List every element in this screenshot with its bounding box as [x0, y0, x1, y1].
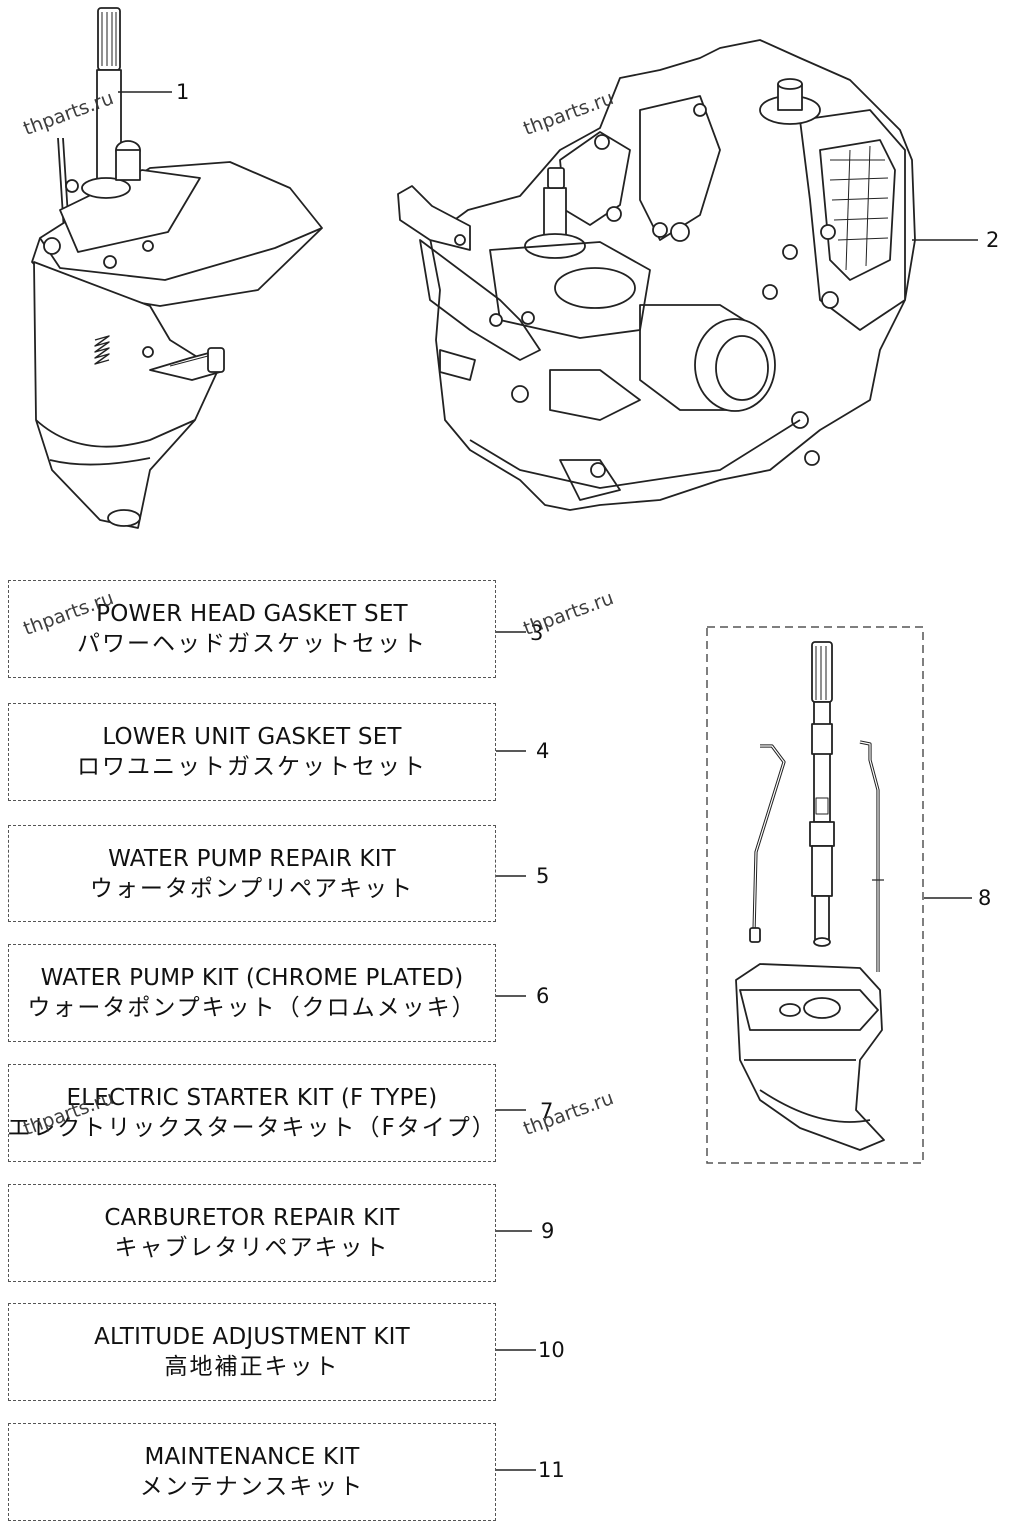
callout-10: 10	[538, 1338, 565, 1362]
callout-6: 6	[536, 984, 550, 1008]
kit-name-jp: 高地補正キット	[164, 1354, 340, 1380]
kit-box-3: POWER HEAD GASKET SET パワーヘッドガスケットセット	[8, 580, 496, 678]
callout-1: 1	[176, 80, 190, 104]
kit-name-jp: ウォータポンプリペアキット	[89, 875, 415, 902]
callout-4: 4	[536, 739, 550, 763]
callout-7: 7	[540, 1099, 554, 1123]
kit-name-en: POWER HEAD GASKET SET	[96, 601, 408, 627]
kit-name-jp: メンテナンスキット	[139, 1474, 365, 1500]
kit-box-7: ELECTRIC STARTER KIT (F TYPE) エレクトリックスター…	[7, 1064, 497, 1162]
callout-5: 5	[536, 864, 550, 888]
kit-name-en: WATER PUMP KIT (CHROME PLATED)	[40, 965, 464, 991]
kit-box-9: CARBURETOR REPAIR KIT キャブレタリペアキット	[8, 1184, 496, 1282]
kit-name-en: LOWER UNIT GASKET SET	[102, 724, 402, 750]
kit-leader-lines	[496, 631, 536, 1471]
kit-8-drawing	[735, 641, 885, 1151]
kit-box-10: ALTITUDE ADJUSTMENT KIT 高地補正キット	[8, 1303, 496, 1401]
kit-name-jp: キャブレタリペアキット	[114, 1235, 390, 1261]
kit-box-11: MAINTENANCE KIT メンテナンスキット	[8, 1423, 496, 1521]
kit-name-en: CARBURETOR REPAIR KIT	[104, 1205, 400, 1231]
kit-name-jp: パワーヘッドガスケットセット	[77, 631, 427, 657]
kit-name-en: WATER PUMP REPAIR KIT	[108, 845, 396, 872]
callout-8: 8	[978, 886, 992, 910]
kit-name-jp: ウォータポンプキット（クロムメッキ）	[27, 995, 477, 1021]
kit-8-box	[706, 626, 924, 1164]
kit-box-6: WATER PUMP KIT (CHROME PLATED) ウォータポンプキッ…	[8, 944, 496, 1042]
lower-unit-drawing	[31, 7, 323, 529]
kit-name-en: ELECTRIC STARTER KIT (F TYPE)	[66, 1085, 438, 1111]
callout-11: 11	[538, 1458, 565, 1482]
kit-name-en: ALTITUDE ADJUSTMENT KIT	[94, 1324, 410, 1350]
kit-name-jp: ロワユニットガスケットセット	[77, 754, 427, 780]
callout-3: 3	[530, 621, 544, 645]
kit-name-en: MAINTENANCE KIT	[144, 1444, 360, 1470]
kit-box-5: WATER PUMP REPAIR KIT ウォータポンプリペアキット	[8, 825, 496, 922]
callout-9: 9	[541, 1219, 555, 1243]
kit-box-4: LOWER UNIT GASKET SET ロワユニットガスケットセット	[8, 703, 496, 801]
power-head-drawing	[397, 39, 916, 511]
callout-2: 2	[986, 228, 1000, 252]
kit-name-jp: エレクトリックスタータキット（Fタイプ）	[7, 1115, 497, 1141]
